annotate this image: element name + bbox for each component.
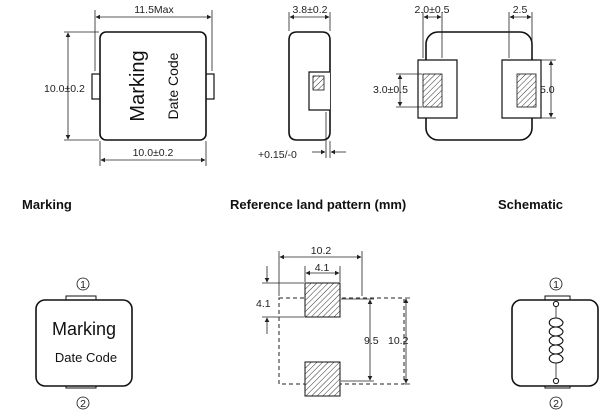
schematic-view: 1 2 xyxy=(511,277,599,410)
land-dim-pad-spacing: 9.5 xyxy=(364,335,379,347)
dim-thickness: 3.8±0.2 xyxy=(293,4,328,16)
schematic-pin2: 2 xyxy=(553,398,559,410)
side-view: 3.8±0.2 +0.15/-0 xyxy=(258,4,346,161)
dim-pad-height: 3.0±0.5 xyxy=(373,84,408,96)
dim-height: 10.0±0.2 xyxy=(44,83,85,95)
heading-marking: Marking xyxy=(22,197,72,212)
heading-land-pattern: Reference land pattern (mm) xyxy=(230,197,406,212)
inductor-body-top xyxy=(99,31,207,141)
marking-view-date-code: Date Code xyxy=(55,350,117,365)
schematic-pin1: 1 xyxy=(553,279,559,291)
land-outline xyxy=(278,297,405,385)
dim-pad-width: 2.0±0.5 xyxy=(415,4,450,16)
front-date-code-text: Date Code xyxy=(165,52,181,119)
bottom-pad-right xyxy=(516,73,537,108)
marking-pin2: 2 xyxy=(80,398,86,410)
inductor-coil xyxy=(548,317,564,364)
land-pattern-view: 10.2 4.1 4.1 9.5 10.2 xyxy=(256,245,410,397)
dim-pad-span: 5.0 xyxy=(540,84,555,96)
land-dim-pad-width: 4.1 xyxy=(315,262,330,274)
marking-pin1: 1 xyxy=(80,279,86,291)
bottom-pad-left xyxy=(422,73,443,108)
land-dim-pad-height: 4.1 xyxy=(256,298,271,310)
dim-width: 10.0±0.2 xyxy=(133,147,174,159)
marking-view-marking: Marking xyxy=(52,319,116,339)
land-dim-overall-width: 10.2 xyxy=(311,245,332,257)
pin1-circle xyxy=(76,277,90,291)
dim-width-max: 11.5Max xyxy=(134,4,174,16)
front-view: Marking Date Code 11.5Max 10.0±0.2 10.0±… xyxy=(44,4,215,166)
land-pad-top xyxy=(304,282,341,318)
bottom-view: 2.0±0.5 2.5 3.0±0.5 5.0 xyxy=(373,4,556,141)
dim-tolerance: +0.15/-0 xyxy=(258,149,297,161)
front-marking-text: Marking xyxy=(127,50,149,121)
dim-pad-gap: 2.5 xyxy=(513,4,528,16)
land-pad-bottom xyxy=(304,361,341,397)
land-dim-overall-height: 10.2 xyxy=(388,335,409,347)
pin2-circle xyxy=(76,396,90,410)
heading-schematic: Schematic xyxy=(498,197,563,212)
marking-view: 1 Marking Date Code 2 xyxy=(35,277,133,410)
